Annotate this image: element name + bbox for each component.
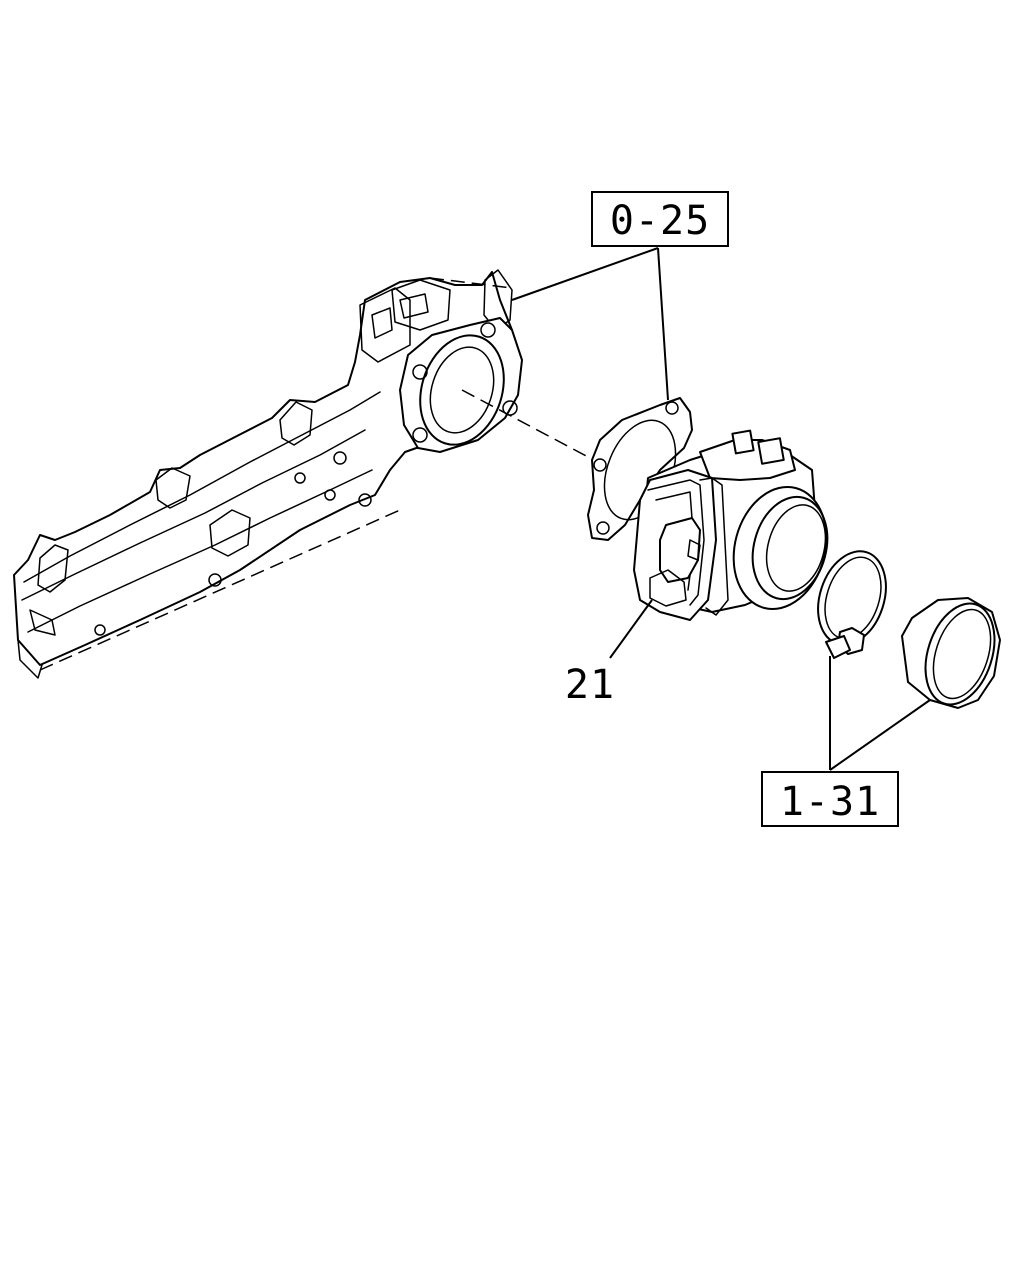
alignment-line-lower	[39, 509, 401, 671]
callout-part-number[interactable]: 21	[565, 662, 615, 708]
leader-line-part-21	[609, 599, 653, 659]
leader-lines-ref-bottom	[829, 656, 931, 771]
callout-box-top	[591, 191, 729, 247]
hose-clamp	[817, 550, 887, 659]
gasket	[587, 397, 693, 541]
callout-ref-top[interactable]: 0-25	[610, 198, 710, 244]
alignment-line-upper	[429, 277, 513, 289]
throttle-body	[633, 429, 829, 621]
leader-lines-ref-top	[511, 247, 669, 401]
alignment-line-axis	[461, 389, 591, 459]
air-hose	[901, 597, 1001, 709]
intake-manifold	[13, 269, 523, 679]
callout-box-bottom	[761, 771, 899, 827]
callout-ref-bottom[interactable]: 1-31	[780, 779, 880, 825]
